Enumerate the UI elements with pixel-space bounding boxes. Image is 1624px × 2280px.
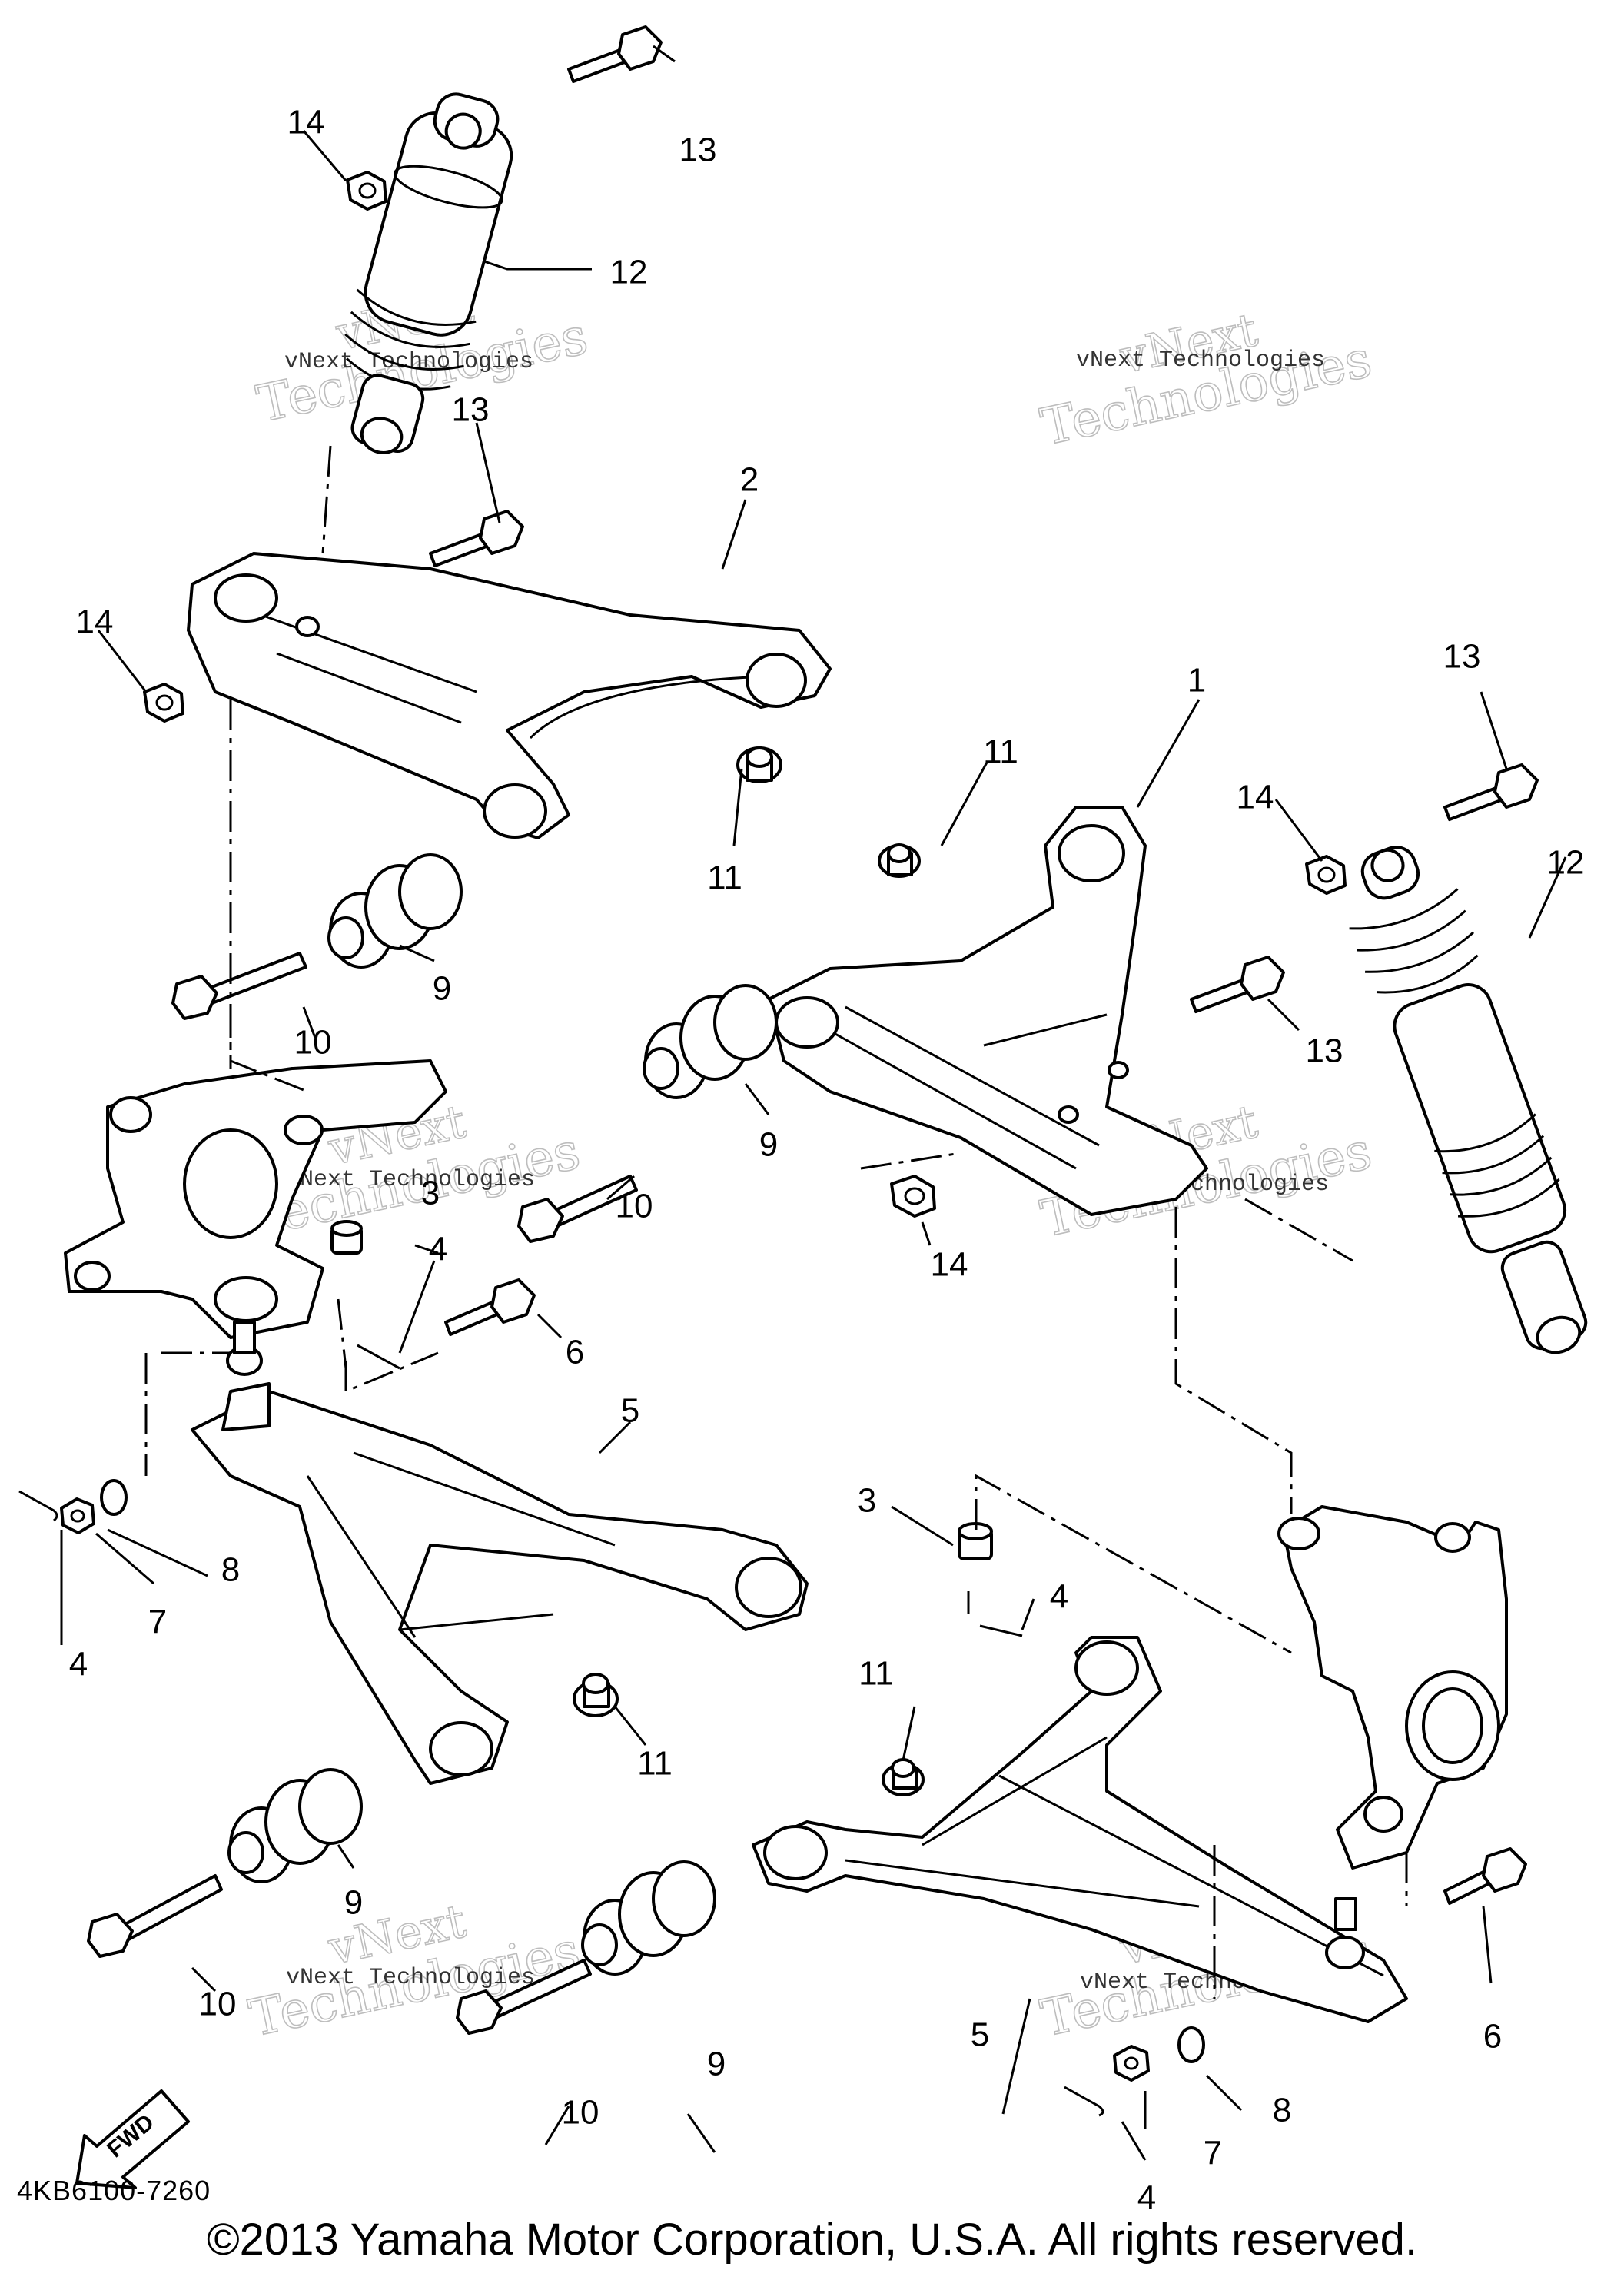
callout-10-d: 10 — [562, 2094, 599, 2132]
watermark-small-5: vNext Technologies — [286, 1965, 535, 1991]
bushing-upper-left — [327, 853, 463, 969]
callout-3-b: 3 — [858, 1482, 876, 1520]
callout-13-d: 13 — [1306, 1032, 1343, 1070]
bolt-10-lower-right — [456, 1959, 592, 2035]
collar-11-lower-left — [573, 1673, 619, 1717]
nut-14-upper-arm — [143, 683, 184, 723]
callout-6-a: 6 — [566, 1334, 584, 1371]
bolt-13-upper-arm-right — [1190, 956, 1285, 1013]
shock-absorber-left — [344, 92, 513, 454]
callout-13-b: 13 — [452, 391, 490, 429]
callout-7-b: 7 — [1204, 2135, 1222, 2172]
upper-arm-left — [187, 552, 832, 839]
lower-arm-right — [752, 1636, 1408, 2023]
steering-knuckle-right — [1277, 1505, 1508, 1870]
nut-14-right-arm — [890, 1175, 936, 1218]
nut-7-right — [1113, 2045, 1150, 2082]
callout-11-b: 11 — [983, 733, 1018, 771]
cotter-pin-4-right-mid — [979, 1624, 1023, 1637]
callout-7-a: 7 — [148, 1604, 167, 1641]
watermark-small-2: vNext Technologies — [1076, 347, 1325, 374]
callout-8-b: 8 — [1273, 2092, 1291, 2129]
bolt-10-upper-right — [517, 1175, 638, 1243]
shock-absorber-right — [1349, 846, 1588, 1354]
callout-11-c: 11 — [858, 1655, 894, 1693]
bolt-10-lower-left — [87, 1874, 223, 1958]
bushing-upper-right — [643, 984, 778, 1099]
watermark-small-1: vNext Technologies — [284, 349, 533, 375]
cotter-pin-4-right-bottom — [1064, 2086, 1104, 2117]
callout-11-a: 11 — [707, 859, 742, 897]
callout-9-c: 9 — [344, 1884, 363, 1922]
assembly-lines — [144, 445, 1408, 1999]
bushing-lower-right — [581, 1860, 716, 1976]
bolt-10-upper-left — [171, 952, 307, 1020]
copyright-notice: ©2013 Yamaha Motor Corporation, U.S.A. A… — [206, 2215, 1418, 2265]
callout-14-c: 14 — [1237, 779, 1274, 816]
callout-1: 1 — [1187, 662, 1206, 700]
washer-8-right — [1177, 2026, 1205, 2063]
callout-5-b: 5 — [971, 2016, 989, 2054]
bolt-6-left — [444, 1278, 536, 1336]
bushing-lower-left — [227, 1768, 363, 1883]
callout-13-a: 13 — [679, 131, 717, 169]
callout-2: 2 — [740, 461, 759, 499]
callout-9-a: 9 — [433, 970, 451, 1008]
nut-14-top-left — [346, 171, 387, 211]
callout-13-c: 13 — [1443, 638, 1481, 676]
upper-arm-right — [767, 806, 1208, 1216]
callout-4-a: 4 — [429, 1231, 447, 1268]
callout-numbers: 14 13 12 13 2 14 11 11 1 13 14 12 9 10 1… — [69, 104, 1585, 2217]
callout-10-a: 10 — [294, 1024, 332, 1062]
callout-5-a: 5 — [621, 1392, 639, 1430]
bolt-13-upper-arm-left — [429, 510, 524, 567]
callout-3-a: 3 — [421, 1175, 440, 1212]
nut-14-right-shock — [1305, 855, 1347, 895]
callout-4-d: 4 — [1137, 2179, 1156, 2217]
nut-7-left — [60, 1497, 95, 1534]
callout-14-a: 14 — [287, 104, 325, 141]
callout-14-b: 14 — [76, 603, 114, 641]
forward-arrow-icon: FWD — [75, 2089, 190, 2189]
collar-11-upper-left — [736, 746, 782, 783]
cotter-pin-4-left — [18, 1490, 58, 1522]
leader-lines — [60, 45, 1567, 2161]
callout-10-c: 10 — [199, 1986, 237, 2023]
bolt-13-top — [567, 25, 663, 83]
callout-4-b: 4 — [69, 1646, 88, 1683]
watermark-group: vNext Technologies vNext Technologies vN… — [244, 279, 1377, 2049]
callout-10-b: 10 — [616, 1188, 653, 1225]
collar-11-upper-right — [878, 843, 921, 878]
diagram-part-code: 4KB6100-7260 — [17, 2175, 211, 2206]
bolt-13-right-shock — [1443, 763, 1539, 821]
nut-3-left — [330, 1220, 363, 1255]
steering-knuckle-left — [64, 1059, 447, 1339]
callout-14-d: 14 — [931, 1246, 968, 1284]
callout-9-b: 9 — [759, 1126, 778, 1164]
bolt-6-right — [1443, 1847, 1527, 1905]
watermark-small-3: vNext Technologies — [286, 1167, 535, 1193]
cotter-pin-4-knuckle — [357, 1344, 400, 1370]
callout-12-b: 12 — [1547, 844, 1585, 882]
callout-12-a: 12 — [610, 254, 648, 291]
callout-9-d: 9 — [707, 2046, 726, 2083]
callout-11-d: 11 — [637, 1745, 673, 1783]
callout-4-c: 4 — [1050, 1578, 1068, 1616]
lower-arm-left — [191, 1321, 809, 1785]
callout-8-a: 8 — [221, 1551, 240, 1589]
callout-6-b: 6 — [1483, 2018, 1502, 2056]
collar-11-lower-right — [882, 1758, 925, 1796]
washer-8-left — [100, 1479, 128, 1516]
